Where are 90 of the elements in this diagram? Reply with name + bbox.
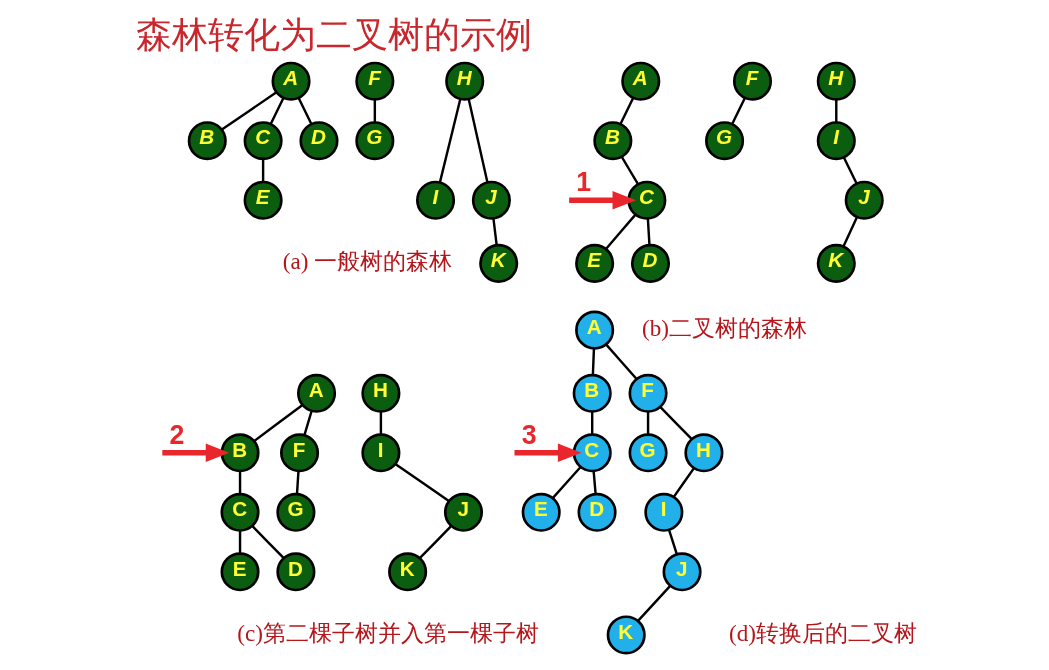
connector <box>251 525 285 559</box>
node-circle: H <box>445 61 485 101</box>
node-circle: K <box>606 615 646 655</box>
node-circle: B <box>593 121 633 161</box>
connector <box>238 471 242 494</box>
connector <box>591 411 594 435</box>
connector <box>731 97 746 125</box>
node-circle: E <box>243 180 283 220</box>
node-circle: C <box>627 180 667 220</box>
node-circle: A <box>575 310 615 350</box>
connector <box>842 216 859 247</box>
node-circle: E <box>575 243 615 283</box>
node-circle: K <box>816 243 856 283</box>
node-circle: I <box>416 180 456 220</box>
connector <box>295 471 300 495</box>
node-circle: D <box>299 121 339 161</box>
node-circle: A <box>297 373 337 413</box>
node-circle: K <box>479 243 519 283</box>
edge-label: 2 <box>169 419 185 450</box>
node-circle: B <box>187 121 227 161</box>
connector <box>835 99 838 123</box>
connector <box>552 466 582 499</box>
node-circle: I <box>816 121 856 161</box>
node-circle: J <box>662 552 702 592</box>
node-circle: D <box>630 243 671 283</box>
connector <box>620 156 639 185</box>
node-circle: B <box>572 373 612 413</box>
connector <box>379 411 383 435</box>
node-circle: G <box>705 121 745 161</box>
connector <box>672 467 695 498</box>
arrow <box>162 443 230 463</box>
connector <box>659 406 693 440</box>
node-circle: D <box>577 492 617 532</box>
arrow <box>514 443 582 463</box>
node-circle: J <box>443 492 484 532</box>
connector <box>467 99 489 183</box>
connector <box>261 159 265 182</box>
node-circle: K <box>388 552 428 592</box>
connector <box>591 348 596 376</box>
connector <box>394 463 450 502</box>
node-circle: G <box>628 433 668 473</box>
connector <box>303 410 313 436</box>
node-circle: G <box>355 121 395 161</box>
connector <box>646 218 651 246</box>
node-circle: E <box>220 552 260 592</box>
connector <box>238 530 242 554</box>
connector <box>842 156 858 184</box>
node-circle: G <box>276 492 316 532</box>
node-circle: A <box>271 61 311 101</box>
connector <box>297 97 313 125</box>
node-circle: E <box>521 492 561 532</box>
node-circle: F <box>355 61 395 101</box>
node-circle: F <box>732 61 773 101</box>
node-circle: I <box>361 433 401 473</box>
node-circle: B <box>220 433 260 473</box>
connector <box>646 411 650 435</box>
connector <box>438 99 462 183</box>
node-circle: H <box>361 373 401 413</box>
diagram-title: 森林转化为二叉树的示例 <box>135 14 532 56</box>
connector <box>637 585 672 622</box>
label: (c)第二棵子树并入第一棵子树 <box>237 619 539 646</box>
node-circle: C <box>220 492 260 532</box>
label: (a) 一般树的森林 <box>282 248 453 275</box>
node-circle: H <box>684 433 724 473</box>
node-circle: F <box>628 373 668 413</box>
node-circle: F <box>280 433 320 473</box>
node-circle: D <box>276 552 316 592</box>
edge-label: 3 <box>521 419 537 450</box>
connector <box>221 91 278 131</box>
connector <box>605 214 637 250</box>
label: (b)二叉树的森林 <box>642 314 808 341</box>
arrow <box>569 190 637 210</box>
connector <box>253 404 304 442</box>
node-circle: C <box>243 121 283 161</box>
connector <box>419 525 452 559</box>
label: (d)转换后的二叉树 <box>728 619 917 646</box>
connector <box>373 99 377 123</box>
node-circle: H <box>816 61 856 101</box>
connector <box>619 97 635 125</box>
node-circle: A <box>621 61 661 101</box>
connector <box>667 529 678 555</box>
node-circle: C <box>572 433 612 473</box>
node-circle: I <box>644 492 684 532</box>
connector <box>592 471 597 495</box>
node-circle: J <box>844 180 884 220</box>
edge-label: 1 <box>576 167 592 198</box>
connector <box>269 97 285 125</box>
node-circle: J <box>471 180 511 220</box>
connector <box>492 218 498 246</box>
connector <box>605 344 638 380</box>
